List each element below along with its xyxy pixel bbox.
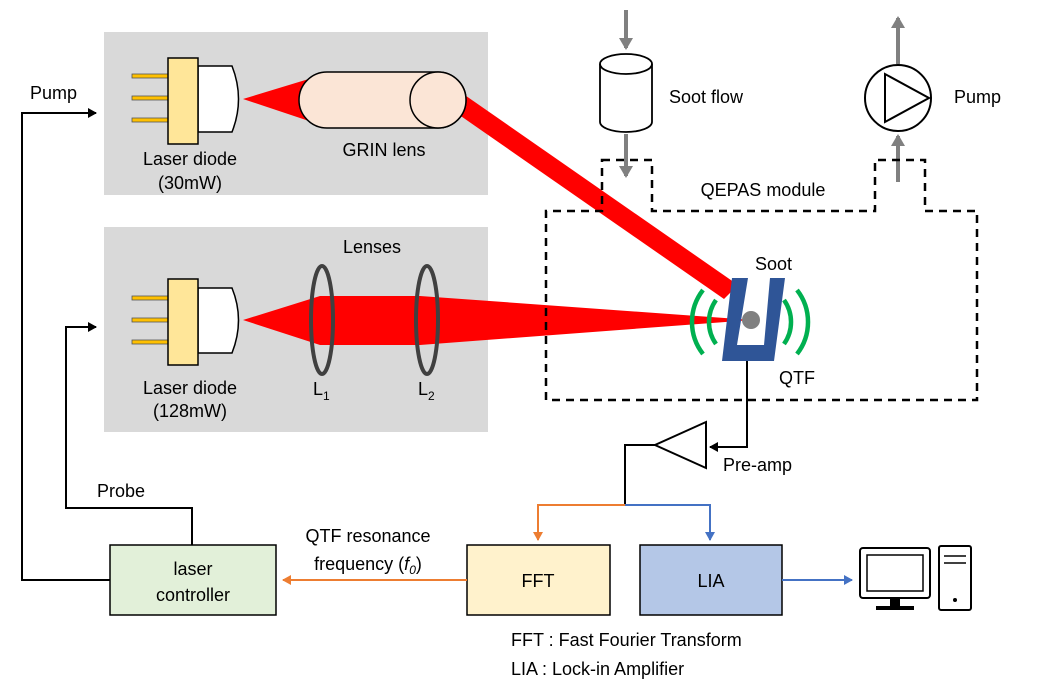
laser-controller-line2: controller xyxy=(156,585,230,605)
pump-left-label: Pump xyxy=(30,83,77,103)
grin-lens-icon xyxy=(298,71,467,129)
qtf-resonance-line1: QTF resonance xyxy=(305,526,430,546)
lenses-label: Lenses xyxy=(343,237,401,257)
convex-lens-icon xyxy=(414,264,440,376)
soot-flow-label: Soot flow xyxy=(669,87,744,107)
soot-flow-cylinder-icon xyxy=(599,53,653,133)
probe-wire xyxy=(65,322,193,545)
qepas-module-label: QEPAS module xyxy=(701,180,826,200)
fft-box xyxy=(466,544,611,616)
pre-amp-label: Pre-amp xyxy=(723,455,792,475)
lens-2-label: L2 xyxy=(418,379,435,403)
amplifier-icon xyxy=(652,420,707,470)
qtf-resonance-line2: frequency (f0) xyxy=(314,554,422,577)
laser-controller-box xyxy=(109,544,277,616)
computer-icon xyxy=(859,545,972,611)
legend-fft: FFT : Fast Fourier Transform xyxy=(511,630,742,650)
pump-beam-cone xyxy=(243,78,312,122)
lia-box xyxy=(639,544,783,616)
lens-1-label: L1 xyxy=(313,379,330,403)
convex-lens-icon xyxy=(309,264,335,376)
legend-lia: LIA : Lock-in Amplifier xyxy=(511,659,684,679)
grin-output-beam xyxy=(432,82,738,299)
acoustic-wave-icon xyxy=(689,288,811,356)
probe-label: Probe xyxy=(97,481,145,501)
laser-diode-2-power: (128mW) xyxy=(153,401,227,421)
lia-box-label: LIA xyxy=(697,571,724,591)
laser-controller-line1: laser xyxy=(173,559,212,579)
pump-right-label: Pump xyxy=(954,87,1001,107)
qtf-label: QTF xyxy=(779,368,815,388)
pump-icon xyxy=(864,64,932,132)
pump-wire xyxy=(21,108,110,581)
fft-box-label: FFT xyxy=(522,571,555,591)
qepas-module-outline xyxy=(544,158,979,402)
laser-diode-icon xyxy=(131,57,240,145)
laser-diode-1-power: (30mW) xyxy=(158,173,222,193)
quartz-tuning-fork-icon xyxy=(722,278,785,361)
soot-label: Soot xyxy=(755,254,792,274)
laser-diode-1-name: Laser diode xyxy=(143,149,237,169)
grin-lens-label: GRIN lens xyxy=(342,140,425,160)
probe-beam xyxy=(243,296,752,345)
laser-diode-icon xyxy=(131,278,240,366)
soot-particle-icon xyxy=(742,311,760,329)
laser-diode-2-name: Laser diode xyxy=(143,378,237,398)
